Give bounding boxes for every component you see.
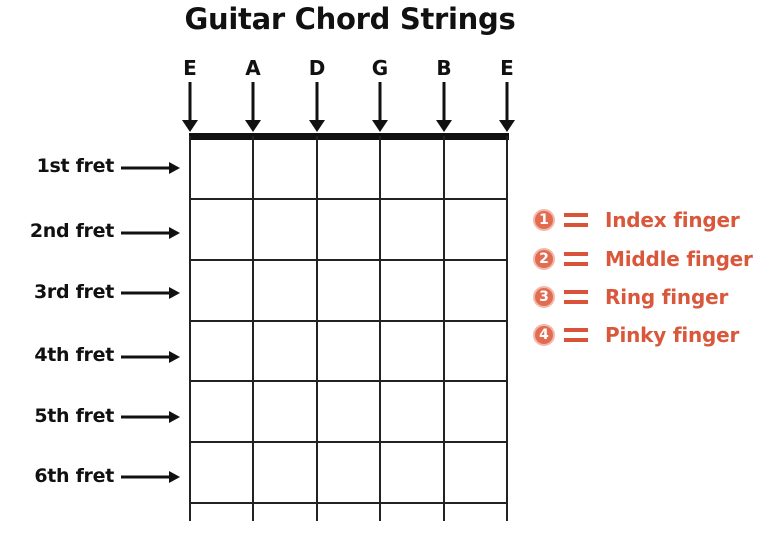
fret-label-5: 5th fret xyxy=(34,405,114,427)
fret-label-6: 6th fret xyxy=(34,465,114,487)
legend-text: Ring finger xyxy=(605,285,729,309)
equals-icon xyxy=(564,213,588,227)
string-label-a: A xyxy=(245,56,261,80)
equals-icon xyxy=(564,252,588,266)
strings xyxy=(189,136,508,521)
fret-label-4: 4th fret xyxy=(34,344,114,366)
legend-item-middle: 2 Middle finger xyxy=(533,245,753,273)
legend-item-ring: 3 Ring finger xyxy=(533,283,728,311)
number-1-circle-icon: 1 xyxy=(533,209,555,231)
string-label-d: D xyxy=(308,56,326,80)
legend-text: Pinky finger xyxy=(605,323,740,347)
string-label-b: B xyxy=(436,56,452,80)
fret-label-1: 1st fret xyxy=(36,155,115,177)
string-label-high-e: E xyxy=(500,56,514,80)
legend-item-index: 1 Index finger xyxy=(533,206,740,234)
equals-icon xyxy=(564,290,588,304)
fret-arrows xyxy=(121,162,180,483)
fret-label-3: 3rd fret xyxy=(33,281,114,303)
legend-text: Middle finger xyxy=(605,247,753,271)
diagram-title: Guitar Chord Strings xyxy=(184,2,516,36)
string-label-g: G xyxy=(371,56,389,80)
string-label-low-e: E xyxy=(183,56,197,80)
legend-text: Index finger xyxy=(605,208,740,232)
number-3-circle-icon: 3 xyxy=(533,286,555,308)
number-4-circle-icon: 4 xyxy=(533,324,555,346)
equals-icon xyxy=(564,328,588,342)
number-2-circle-icon: 2 xyxy=(533,248,555,270)
fret-wires xyxy=(190,198,507,504)
string-arrows xyxy=(182,82,515,132)
fret-label-2: 2nd fret xyxy=(29,220,114,242)
nut xyxy=(189,133,509,140)
legend-item-pinky: 4 Pinky finger xyxy=(533,321,739,349)
